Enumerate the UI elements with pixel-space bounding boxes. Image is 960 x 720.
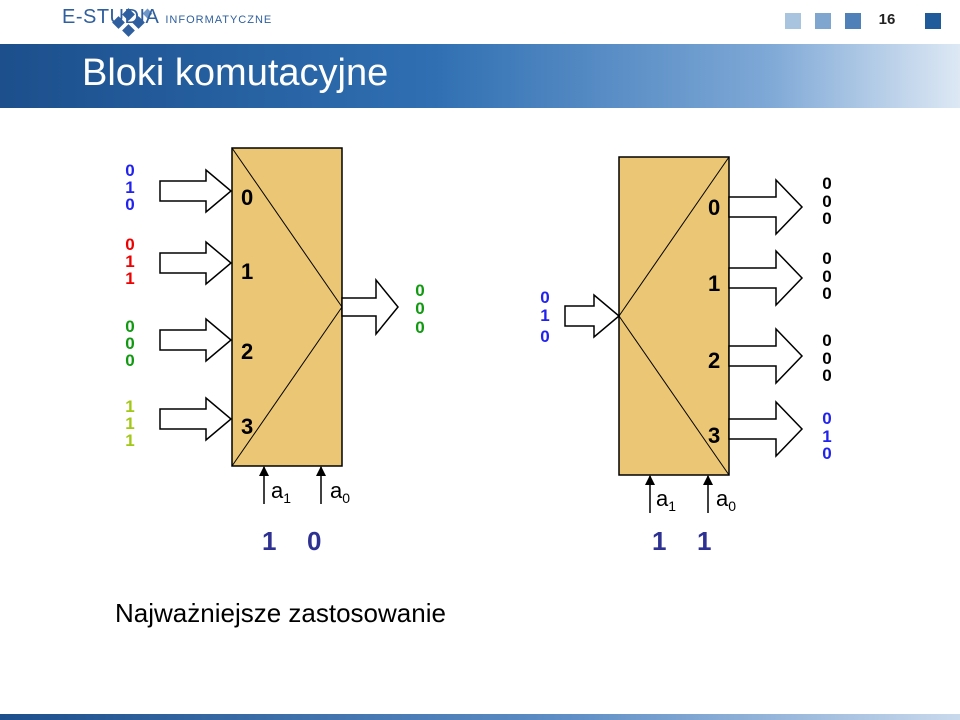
demux-a1-label: a1 bbox=[656, 486, 676, 514]
demux-output-1-bit-0: 0 bbox=[822, 249, 831, 268]
demux-port-label-1: 1 bbox=[708, 271, 720, 296]
mux-input-1-bit-0: 0 bbox=[125, 235, 134, 254]
mux-output-arrow bbox=[341, 277, 399, 337]
mux-port-label-3: 3 bbox=[241, 414, 253, 439]
demux-port-label-2: 2 bbox=[708, 348, 720, 373]
mux-input-3-bit-0: 1 bbox=[125, 397, 134, 416]
demux-output-arrow-3 bbox=[728, 400, 804, 458]
mux-input-arrow-1 bbox=[159, 240, 233, 286]
mux-input-0-bit-0: 0 bbox=[125, 161, 134, 180]
title-bar bbox=[0, 44, 960, 108]
mux-diagonal-top bbox=[231, 147, 343, 308]
demux-output-2-bit-1: 0 bbox=[822, 349, 831, 368]
demux-output-1-bit-2: 0 bbox=[822, 284, 831, 303]
logo-main-text: E-STUDIA bbox=[62, 6, 160, 28]
mux-a0-label: a0 bbox=[330, 478, 350, 506]
mux-input-2-bit-2: 0 bbox=[125, 351, 134, 370]
footer-bar bbox=[0, 714, 960, 720]
demux-block bbox=[618, 156, 730, 476]
nav-indicator-3 bbox=[845, 13, 861, 29]
page-number: 16 bbox=[878, 11, 896, 28]
demux-output-2-bit-2: 0 bbox=[822, 366, 831, 385]
mux-input-2-bit-1: 0 bbox=[125, 334, 134, 353]
logo-sub-text: INFORMATYCZNE bbox=[165, 14, 273, 26]
demux-output-3-bit-1: 1 bbox=[822, 427, 831, 446]
demux-diagonal-top bbox=[618, 156, 730, 317]
logo-text: E-STUDIA INFORMATYCZNE bbox=[62, 6, 272, 29]
mux-output-bit-0: 0 bbox=[415, 281, 424, 300]
demux-input-bit-0: 0 bbox=[540, 288, 549, 307]
nav-indicator-2 bbox=[815, 13, 831, 29]
mux-diagonal-bottom bbox=[231, 306, 343, 467]
mux-input-3-bit-1: 1 bbox=[125, 414, 134, 433]
nav-indicator-4 bbox=[925, 13, 941, 29]
mux-input-1-bit-2: 1 bbox=[125, 269, 134, 288]
mux-port-label-2: 2 bbox=[241, 339, 253, 364]
demux-input-bit-2: 0 bbox=[540, 327, 549, 346]
demux-output-3-bit-2: 0 bbox=[822, 444, 831, 463]
caption: Najważniejsze zastosowanie bbox=[115, 598, 446, 628]
mux-output-bit-2: 0 bbox=[415, 318, 424, 337]
demux-output-arrow-0 bbox=[728, 178, 804, 236]
mux-input-0-bit-2: 0 bbox=[125, 195, 134, 214]
mux-port-label-1: 1 bbox=[241, 259, 253, 284]
page-title: Bloki komutacyjne bbox=[82, 52, 389, 94]
mux-input-0-bit-1: 1 bbox=[125, 178, 134, 197]
mux-port-label-0: 0 bbox=[241, 185, 253, 210]
demux-output-0-bit-2: 0 bbox=[822, 209, 831, 228]
mux-block bbox=[231, 147, 343, 467]
demux-a0-label: a0 bbox=[716, 486, 736, 514]
mux-input-1-bit-1: 1 bbox=[125, 252, 134, 271]
mux-input-arrow-2 bbox=[159, 317, 233, 363]
demux-diagonal-bottom bbox=[618, 315, 730, 476]
demux-port-label-0: 0 bbox=[708, 195, 720, 220]
mux-a1-label: a1 bbox=[271, 478, 291, 506]
mux-input-2-bit-0: 0 bbox=[125, 317, 134, 336]
demux-output-3-bit-0: 0 bbox=[822, 409, 831, 428]
demux-input-bit-1: 1 bbox=[540, 306, 549, 325]
mux-output-bit-1: 0 bbox=[415, 299, 424, 318]
demux-select-a0-value: 1 bbox=[697, 526, 711, 556]
demux-input-arrow bbox=[564, 293, 621, 339]
mux-input-arrow-0 bbox=[159, 168, 233, 214]
mux-select-a1-value: 1 bbox=[262, 526, 276, 556]
demux-output-1-bit-1: 0 bbox=[822, 267, 831, 286]
demux-output-arrow-2 bbox=[728, 327, 804, 385]
demux-output-2-bit-0: 0 bbox=[822, 331, 831, 350]
estudia-logo-icon bbox=[112, 8, 153, 37]
nav-indicator-1 bbox=[785, 13, 801, 29]
demux-port-label-3: 3 bbox=[708, 423, 720, 448]
demux-output-0-bit-1: 0 bbox=[822, 192, 831, 211]
demux-output-0-bit-0: 0 bbox=[822, 174, 831, 193]
demux-output-arrow-1 bbox=[728, 249, 804, 307]
mux-input-3-bit-2: 1 bbox=[125, 431, 134, 450]
demux-select-a1-value: 1 bbox=[652, 526, 666, 556]
mux-input-arrow-3 bbox=[159, 396, 233, 442]
mux-select-a0-value: 0 bbox=[307, 526, 321, 556]
